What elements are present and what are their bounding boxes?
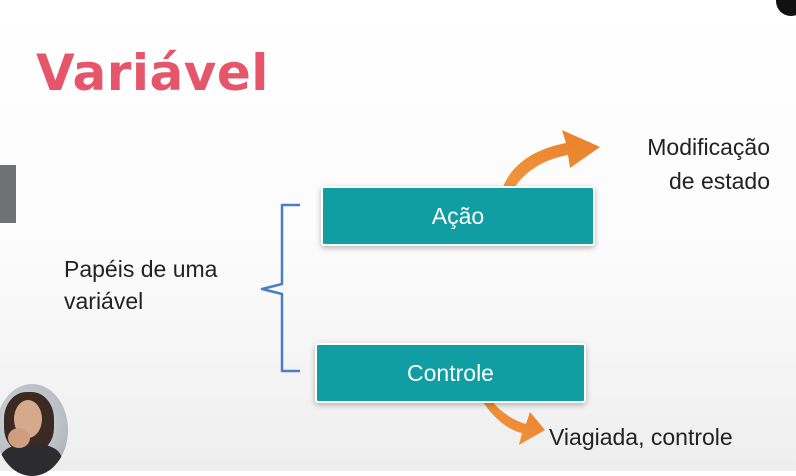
roles-label-line-2: variável (64, 288, 144, 314)
modificacao-note-line-1: Modificação (647, 134, 770, 160)
arrow-to-viagiada (478, 392, 545, 445)
controle-box-label: Controle (407, 359, 494, 386)
acao-box: Ação (321, 186, 595, 246)
acao-box-label: Ação (431, 202, 485, 229)
corner-indicator (776, 0, 796, 16)
arrow-to-modificacao (498, 130, 600, 206)
viagiada-note: Viagiada, controle (549, 424, 733, 450)
webcam-overlay (0, 384, 68, 476)
presenter-body (0, 444, 62, 476)
modificacao-note-line-2: de estado (668, 168, 770, 194)
curly-bracket (260, 203, 300, 373)
slide-title: Variável (36, 44, 269, 102)
roles-label: Papéis de uma variável (64, 253, 217, 317)
roles-label-line-1: Papéis de uma (64, 256, 218, 282)
presenter-hand (8, 428, 30, 448)
modificacao-note: Modificação de estado (612, 130, 770, 198)
side-panel-tab[interactable] (0, 165, 16, 223)
controle-box: Controle (315, 343, 586, 403)
